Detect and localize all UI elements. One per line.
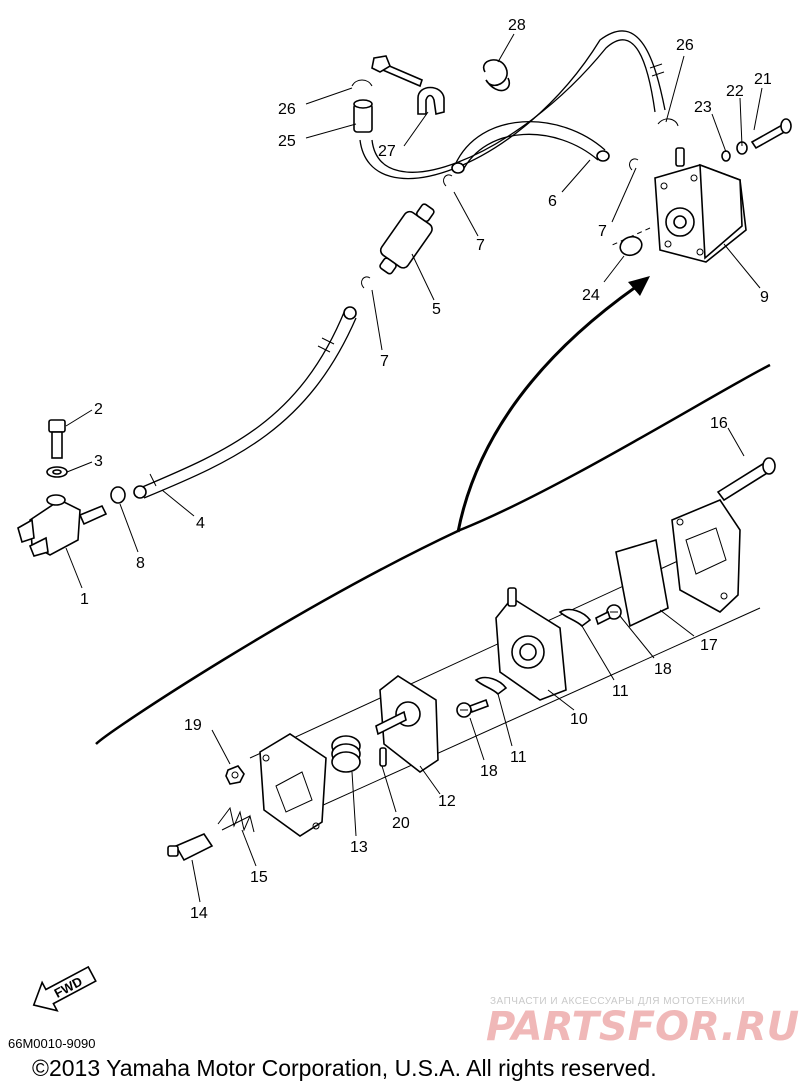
o-ring-24 (619, 235, 643, 257)
callout-2: 2 (94, 401, 103, 418)
callout-21: 21 (754, 71, 772, 88)
clip-28 (482, 59, 511, 92)
callout-1: 1 (80, 591, 89, 608)
spring-15 (217, 806, 255, 833)
callout-20: 20 (392, 815, 410, 832)
callout-6: 6 (548, 193, 557, 210)
clip-26-left (351, 79, 373, 87)
callout-3: 3 (94, 453, 103, 470)
washer-23 (721, 150, 731, 162)
fuel-joint (17, 494, 108, 557)
screw-16 (716, 457, 776, 502)
bolt-2 (48, 419, 66, 459)
callout-12: 12 (438, 793, 456, 810)
watermark: ЗАПЧАСТИ И АКСЕССУАРЫ ДЛЯ МОТОТЕХНИКИ PA… (486, 996, 799, 1050)
pin-20 (379, 747, 387, 767)
section-divider (95, 276, 771, 745)
clips-7 (361, 158, 639, 289)
fuel-pump-assembly (609, 147, 747, 263)
fuel-hose-6 (451, 121, 610, 174)
callout-18-upper: 18 (654, 661, 672, 678)
hose-joint-25 (353, 99, 373, 133)
watermark-tagline: ЗАПЧАСТИ И АКСЕССУАРЫ ДЛЯ МОТОТЕХНИКИ (490, 996, 745, 1007)
valve-11-lower (474, 676, 508, 696)
exploded-axis-lines (249, 559, 761, 821)
screw-18-lower (456, 698, 490, 718)
callout-9: 9 (760, 289, 769, 306)
fwd-direction-arrow: FWD (32, 965, 97, 1012)
nut-19 (225, 765, 245, 785)
pump-cover (259, 733, 327, 837)
callout-22: 22 (726, 83, 744, 100)
callout-labels: 1 2 3 4 5 6 7 7 7 8 9 10 11 11 12 13 14 … (80, 17, 772, 922)
plunger-14 (167, 833, 214, 862)
fuel-hose-4 (133, 306, 357, 499)
callout-15: 15 (250, 869, 268, 886)
leader-lines (65, 33, 763, 903)
valve-11-upper (558, 608, 592, 628)
fwd-label: FWD (52, 974, 85, 1001)
callout-23: 23 (694, 99, 712, 116)
diaphragm-plate-12 (375, 675, 439, 773)
callout-18-lower: 18 (480, 763, 498, 780)
callout-17: 17 (700, 637, 718, 654)
fuel-hose-long (359, 30, 666, 180)
callout-7-lower: 7 (380, 353, 389, 370)
clip-8 (110, 486, 126, 504)
callout-7-pump: 7 (598, 223, 607, 240)
callout-26-right: 26 (676, 37, 694, 54)
callout-5: 5 (432, 301, 441, 318)
callout-14: 14 (190, 905, 208, 922)
fuel-filter (379, 203, 435, 275)
watermark-logo: PARTSFOR.RU (486, 1004, 799, 1050)
callout-19: 19 (184, 717, 202, 734)
clip-26-right (657, 118, 679, 127)
diagram-code: 66M0010-9090 (8, 1036, 95, 1051)
callout-4: 4 (196, 515, 205, 532)
callout-27: 27 (378, 143, 396, 160)
bolt-with-clamp (371, 55, 445, 115)
copyright-notice: ©2013 Yamaha Motor Corporation, U.S.A. A… (32, 1055, 657, 1081)
callout-24: 24 (582, 287, 600, 304)
gasket-diaphragm (615, 538, 669, 628)
callout-25: 25 (278, 133, 296, 150)
callout-16: 16 (710, 415, 728, 432)
callout-28: 28 (508, 17, 526, 34)
callout-7-filter: 7 (476, 237, 485, 254)
screw-21 (750, 118, 792, 150)
screw-18-upper (595, 604, 622, 626)
cover-plate-17 (671, 499, 741, 613)
callout-11-upper: 11 (612, 683, 629, 700)
callout-10: 10 (570, 711, 588, 728)
callout-13: 13 (350, 839, 368, 856)
callout-11-lower: 11 (510, 749, 527, 766)
spring-13 (331, 735, 361, 773)
callout-8: 8 (136, 555, 145, 572)
pump-body-10 (495, 587, 567, 701)
washer-3 (46, 466, 68, 478)
callout-26-left: 26 (278, 101, 296, 118)
